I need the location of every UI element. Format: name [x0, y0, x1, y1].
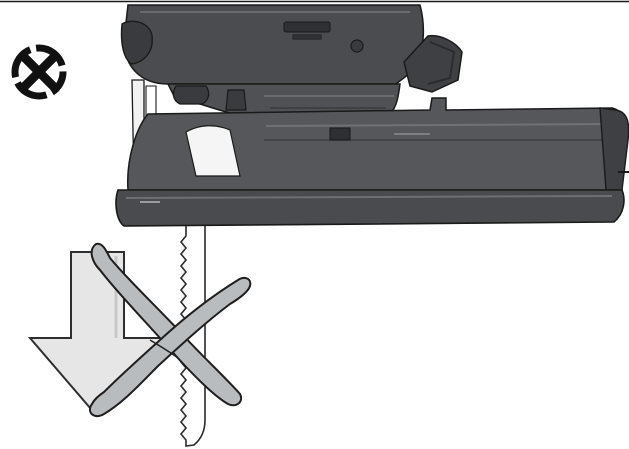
crossed-hands: [88, 242, 252, 418]
downward-arrow: [27, 251, 171, 418]
jigsaw-body: [115, 4, 629, 227]
prohibited-icon: [11, 44, 67, 100]
